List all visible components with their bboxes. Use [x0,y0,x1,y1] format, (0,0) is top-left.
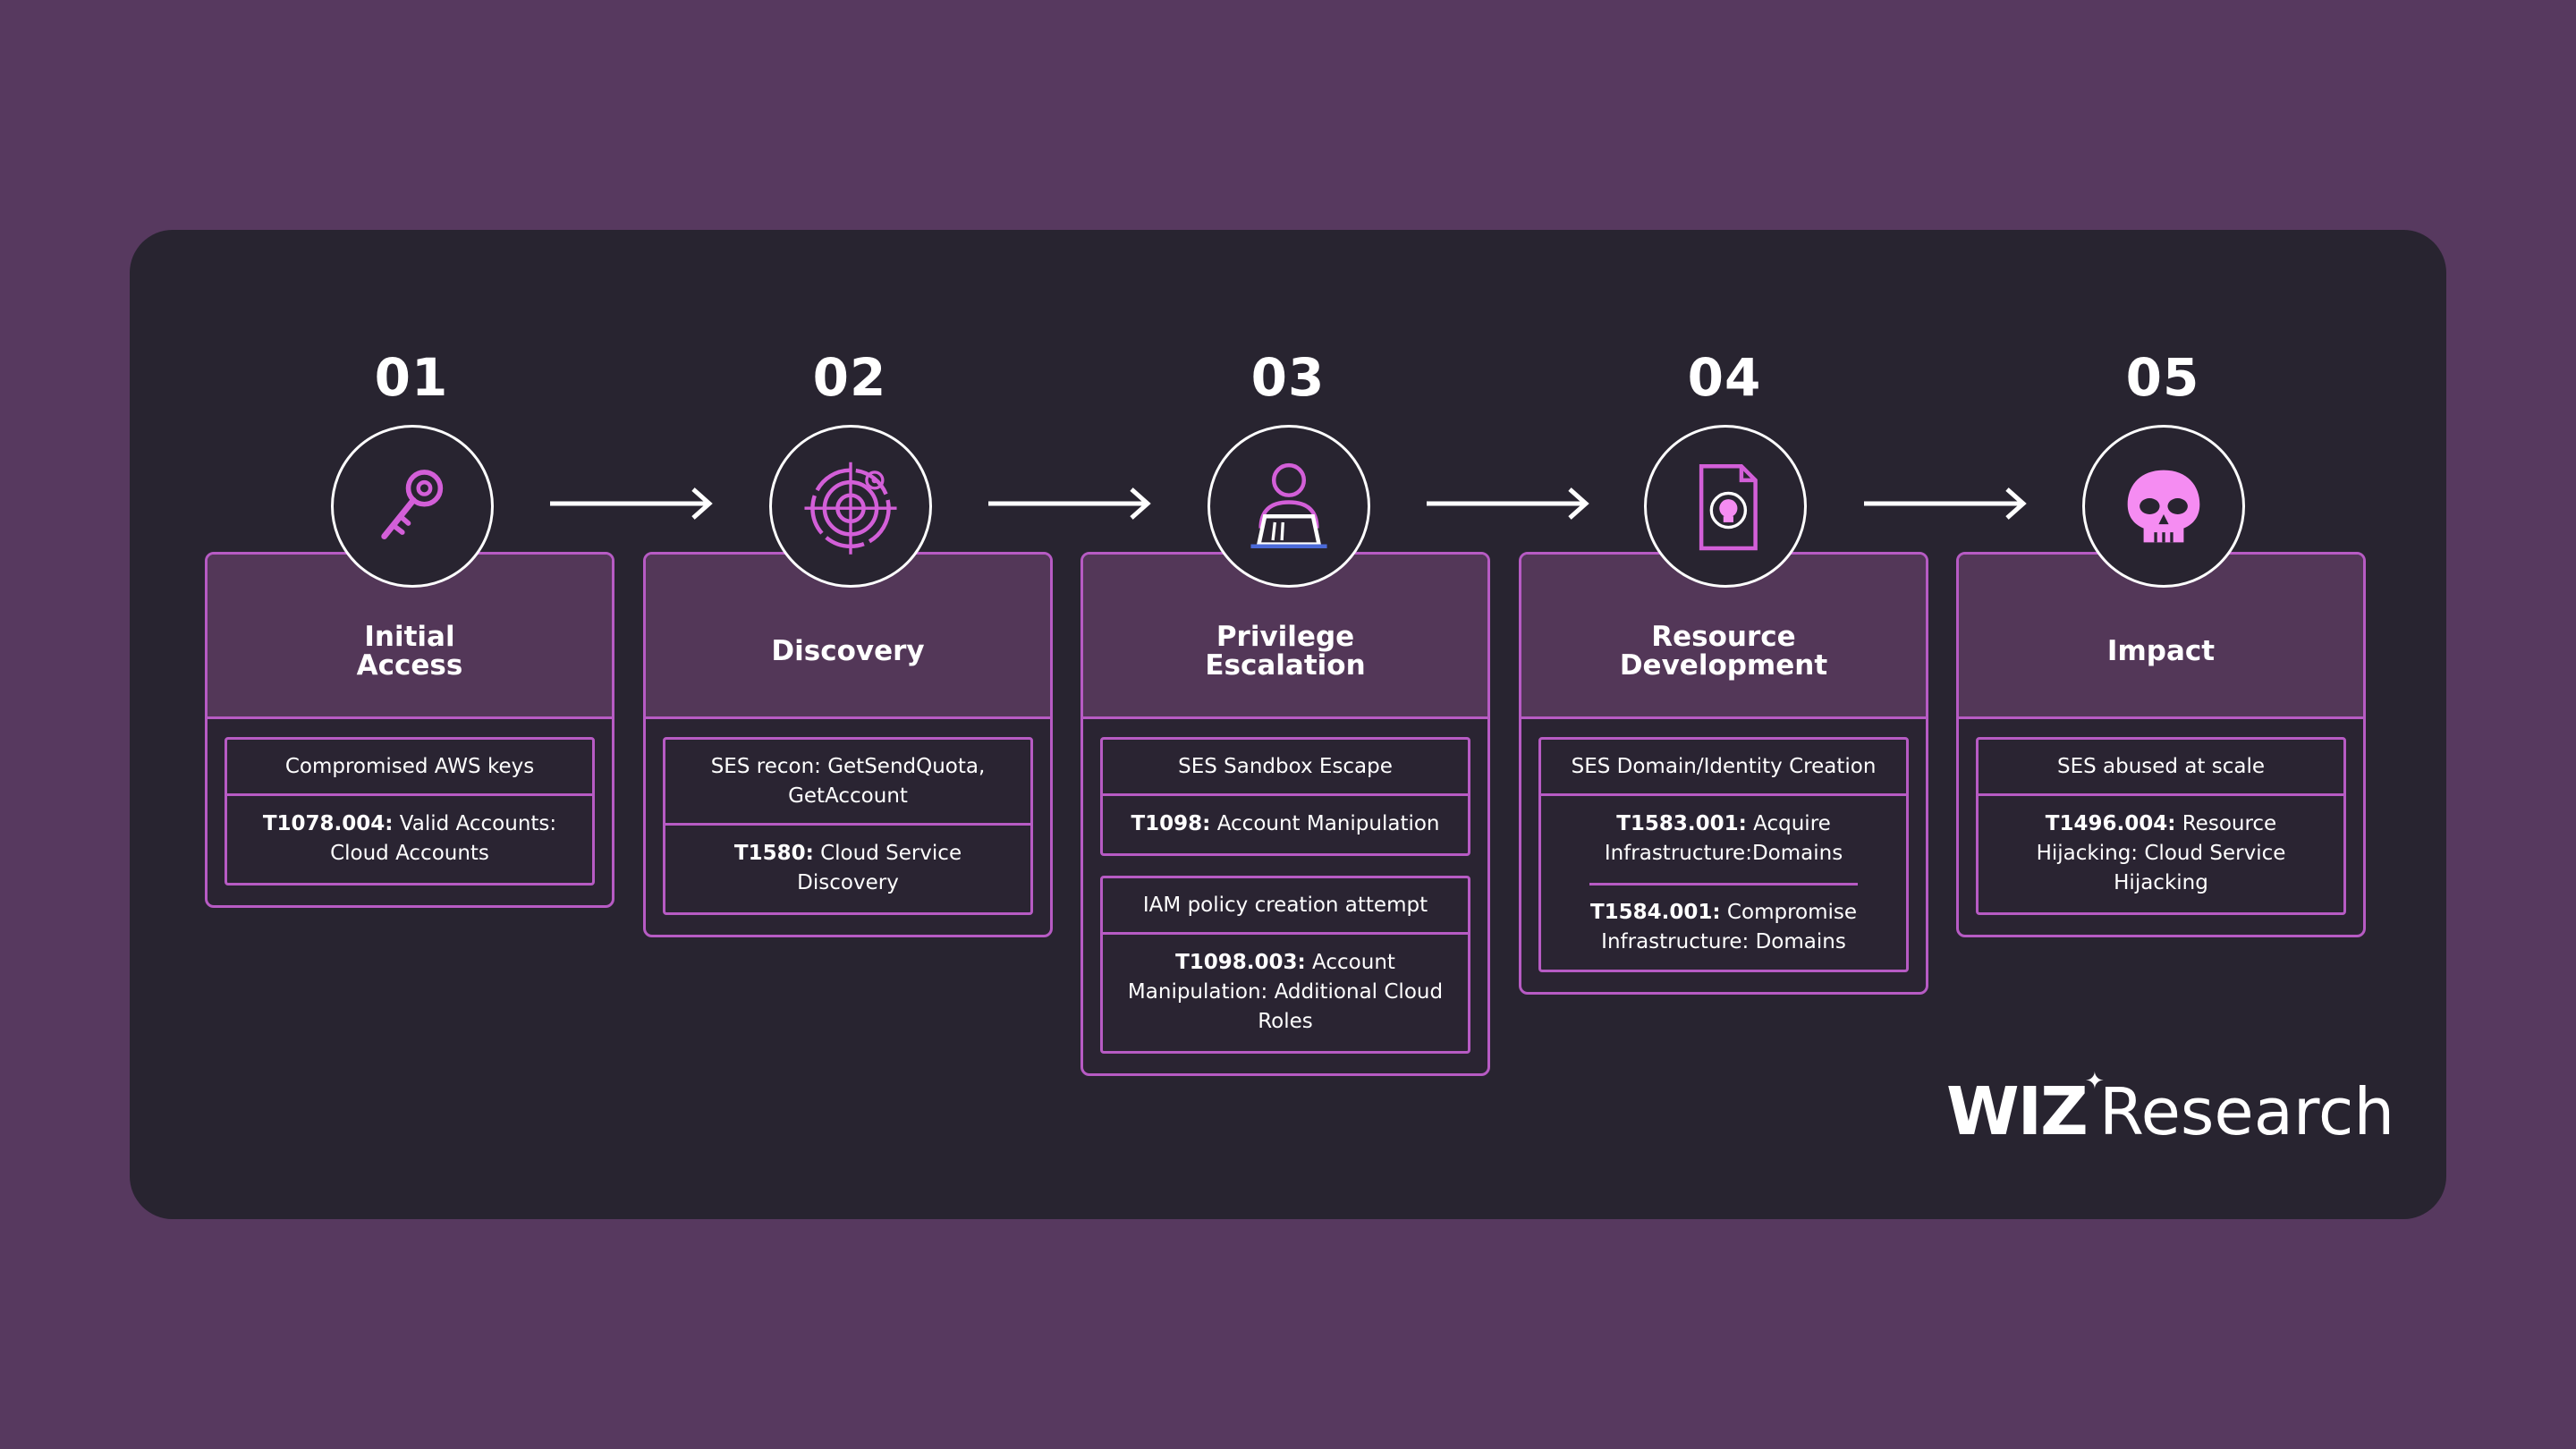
technique-name: Acquire Infrastructure:Domains [1604,812,1843,865]
card-title: Resource Development [1619,620,1828,682]
user-laptop-icon [1250,462,1327,549]
step-card-discovery: Discovery SES recon: GetSendQuota, GetAc… [643,552,1053,937]
technique-box: SES Sandbox Escape T1098: Account Manipu… [1100,737,1470,856]
target-icon [804,462,897,555]
technique-box: SES Domain/Identity Creation T1583.001: … [1538,737,1909,972]
step-icon-circle-1 [331,425,494,588]
document-icon [1699,463,1758,551]
skull-icon [2127,470,2200,543]
card-title: Impact [2106,634,2216,667]
step-number-4: 04 [1687,347,1762,408]
technique-text: T1580: Cloud Service Discovery [665,826,1030,912]
technique-id: T1580: [733,842,814,865]
technique-name: Valid Accounts: Cloud Accounts [330,812,557,865]
technique-text: T1098.003: Account Manipulation: Additio… [1103,935,1468,1051]
step-card-privilege-escalation: Privilege Escalation SES Sandbox Escape … [1080,552,1490,1076]
logo-product: Research [2098,1074,2395,1149]
arrow-right-icon [1427,487,1589,520]
key-icon [381,470,444,539]
step-icon-circle-5 [2082,425,2245,588]
technique-name: Account Manipulation: Additional Cloud R… [1127,951,1444,1033]
card-title: Initial Access [356,620,463,682]
card-header: Resource Development [1521,555,1926,719]
technique-caption: Compromised AWS keys [227,740,592,796]
technique-caption: SES Sandbox Escape [1103,740,1468,796]
technique-caption: SES abused at scale [1979,740,2343,796]
technique-text: T1584.001: Compromise Infrastructure: Do… [1589,883,1858,970]
technique-name: Cloud Service Discovery [797,842,962,894]
step-card-impact: Impact SES abused at scale T1496.004: Re… [1956,552,2366,937]
technique-box: SES recon: GetSendQuota, GetAccount T158… [663,737,1033,915]
step-icon-circle-3 [1208,425,1370,588]
technique-text: T1098: Account Manipulation [1103,796,1468,853]
technique-id: T1098.003: [1175,951,1306,974]
technique-id: T1496.004: [2045,812,2176,835]
step-number-1: 01 [374,347,449,408]
technique-caption: SES Domain/Identity Creation [1541,740,1906,796]
sparkle-icon: ✦ [2085,1068,2105,1095]
card-title: Privilege Escalation [1205,620,1366,682]
technique-name: Compromise Infrastructure: Domains [1601,901,1858,953]
card-title: Discovery [771,634,925,667]
technique-box: SES abused at scale T1496.004: Resource … [1976,737,2346,915]
technique-caption: SES recon: GetSendQuota, GetAccount [665,740,1030,826]
arrow-right-icon [550,487,713,520]
card-body: SES abused at scale T1496.004: Resource … [1959,719,2363,935]
technique-name: Account Manipulation [1210,812,1440,835]
technique-id: T1078.004: [262,812,394,835]
technique-box: IAM policy creation attempt T1098.003: A… [1100,876,1470,1054]
card-body: SES Domain/Identity Creation T1583.001: … [1521,719,1926,992]
arrow-right-icon [988,487,1151,520]
step-number-5: 05 [2125,347,2200,408]
technique-text: T1078.004: Valid Accounts: Cloud Account… [227,796,592,883]
technique-text: T1496.004: Resource Hijacking: Cloud Ser… [1979,796,2343,912]
wiz-research-logo: WIZ✦ Research [1946,1068,2395,1154]
technique-id: T1098: [1131,812,1211,835]
technique-box: Compromised AWS keys T1078.004: Valid Ac… [225,737,595,886]
step-icon-circle-4 [1644,425,1807,588]
logo-brand: WIZ✦ [1946,1068,2105,1150]
step-number-3: 03 [1250,347,1326,408]
step-card-resource-development: Resource Development SES Domain/Identity… [1519,552,1928,995]
technique-id: T1583.001: [1616,812,1747,835]
arrow-right-icon [1864,487,2027,520]
step-icon-circle-2 [769,425,932,588]
card-body: SES recon: GetSendQuota, GetAccount T158… [646,719,1050,935]
technique-id: T1584.001: [1589,901,1721,924]
step-card-initial-access: Initial Access Compromised AWS keys T107… [205,552,614,908]
card-body: Compromised AWS keys T1078.004: Valid Ac… [208,719,612,905]
technique-name: Resource Hijacking: Cloud Service Hijack… [2036,812,2286,894]
step-number-2: 02 [812,347,887,408]
card-body: SES Sandbox Escape T1098: Account Manipu… [1083,719,1487,1073]
technique-caption: IAM policy creation attempt [1103,878,1468,935]
technique-text: T1583.001: Acquire Infrastructure:Domain… [1541,796,1906,883]
